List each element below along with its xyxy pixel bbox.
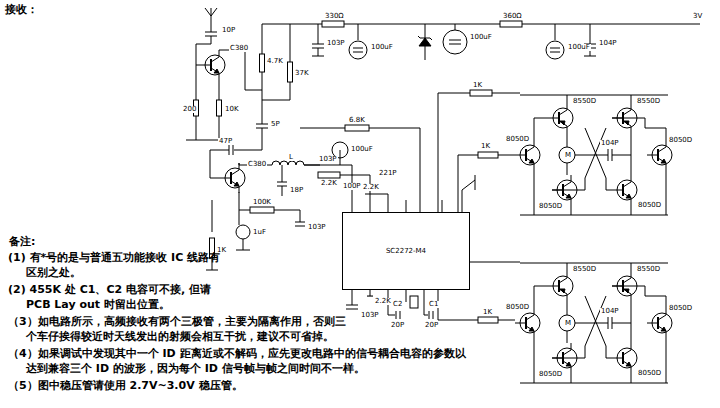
component-value: 8050D: [538, 371, 563, 378]
component-value: 5P: [270, 121, 281, 128]
component-value: 100uF: [370, 44, 394, 51]
component-value: 1K: [472, 82, 483, 89]
notes-heading: 备注:: [8, 236, 36, 247]
note-text: （4）如果调试中发现其中一个 ID 距离近或不解码，应先更改电路中的信号耦合电容…: [8, 346, 472, 376]
component-value: M: [564, 320, 572, 327]
component-value: 1K: [482, 309, 493, 316]
component-value: 1uF: [252, 229, 267, 236]
component-value: C380: [247, 161, 267, 168]
component-value: 104P: [600, 308, 620, 315]
component-value: 3V: [692, 13, 703, 20]
component-value: 100uF: [469, 34, 493, 41]
component-value: 103P: [307, 224, 327, 231]
component-value: 18P: [289, 187, 304, 194]
component-value: 8050D: [668, 137, 693, 144]
component-value: 200: [182, 106, 197, 113]
component-value: 8050D: [538, 203, 563, 210]
note-text: （3）如电路所示，高频接收有两个三极管，主要为隔离作用，否则三个车仔挨得较近时天…: [8, 314, 357, 344]
component-value: 4.7K: [266, 58, 284, 65]
component-value: 37K: [294, 70, 310, 77]
component-value: 8050D: [637, 202, 662, 209]
ic-chip: SC2272-M4: [342, 212, 470, 290]
component-value: 100uF: [567, 44, 591, 51]
component-value: 100uF: [350, 146, 374, 153]
component-value: 8050D: [668, 305, 693, 312]
note-text: (2) 455K 处 C1、C2 电容可不接, 但请 PCB Lay out 时…: [8, 282, 227, 312]
component-value: 47P: [218, 138, 233, 145]
component-value: L: [288, 154, 294, 161]
component-value: 103P: [318, 156, 338, 163]
component-value: 103P: [360, 312, 380, 319]
component-value: 2.2K: [362, 184, 380, 191]
component-value: 360Ω: [502, 13, 523, 20]
component-value: 8550D: [572, 266, 597, 273]
chip-label: SC2272-M4: [386, 247, 426, 255]
component-value: 8050D: [505, 136, 530, 143]
component-value: 8550D: [636, 266, 661, 273]
component-value: 10P: [221, 27, 236, 34]
component-value: 1K: [480, 143, 491, 150]
component-value: M: [564, 152, 572, 159]
component-value: 10K: [224, 106, 240, 113]
component-value: C380: [229, 45, 249, 52]
component-value: 8050D: [637, 370, 662, 377]
component-value: 100P: [342, 183, 362, 190]
component-value: 221P: [378, 170, 398, 177]
component-value: 100K: [252, 199, 272, 206]
component-value: 20P: [390, 322, 405, 329]
component-value: 8550D: [572, 98, 597, 105]
component-value: 2.2K: [320, 180, 338, 187]
component-value: 2.2K: [374, 298, 392, 305]
component-value: 103P: [326, 40, 346, 47]
component-value: 8550D: [636, 98, 661, 105]
component-value: 330Ω: [324, 13, 345, 20]
component-value: C1: [428, 301, 439, 308]
component-value: C2: [392, 301, 403, 308]
component-value: 6.8K: [348, 117, 366, 124]
component-value: 8050D: [505, 304, 530, 311]
component-value: 104P: [598, 40, 618, 47]
note-text: (1) 有*号的是与普通五功能接收 IC 线路有区别之处。: [8, 250, 224, 280]
component-value: 104P: [600, 140, 620, 147]
section-heading: 接收：: [4, 4, 39, 15]
component-value: 20P: [424, 322, 439, 329]
note-text: （5）图中稳压管请使用 2.7V~3.0V 稳压管。: [8, 378, 472, 393]
